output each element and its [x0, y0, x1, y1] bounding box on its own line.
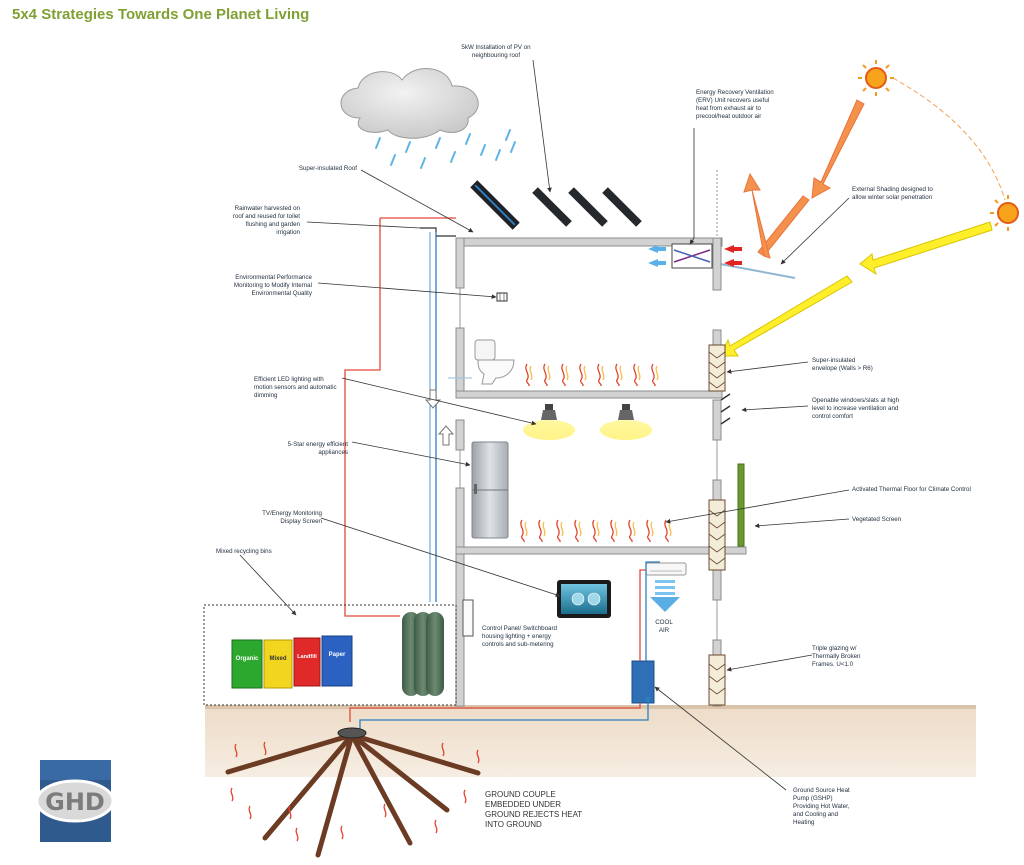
- leader-lines: [239, 59, 850, 791]
- svg-text:Vegetated Screen: Vegetated Screen: [852, 516, 902, 523]
- thermal-floor-heat-upper: [525, 363, 659, 387]
- recycling-bin-organic: [231, 639, 263, 689]
- label-roof: Super-insulated Roof: [299, 165, 357, 172]
- ghd-logo: GHD: [35, 760, 115, 842]
- recycling-bin-mixed: [263, 639, 293, 689]
- winter-sun-rays: [719, 221, 993, 357]
- monitoring-sensor-icon: [496, 292, 508, 302]
- recycling-bin-mixed-label: Mixed: [269, 656, 286, 662]
- recycling-bin-landfill-label: Landfill: [297, 654, 317, 660]
- air-flow-arrows: [424, 389, 455, 446]
- recycling-bin-paper-label: Paper: [329, 652, 346, 658]
- recycling-bin-paper: [321, 635, 353, 687]
- svg-text:Activated Thermal Floor for Cl: Activated Thermal Floor for Climate Cont…: [852, 486, 971, 493]
- winter-sun-icon: [990, 195, 1019, 231]
- summer-sun-rays: [743, 99, 865, 259]
- label-floor: Activated Thermal Floor for Climate Cont…: [852, 486, 971, 493]
- pv-panels: [470, 180, 642, 230]
- thermal-floor-heat-lower: [520, 519, 672, 543]
- recycling-area: [203, 604, 457, 706]
- rain-cloud-icon: [340, 68, 516, 169]
- gshp-unit: [631, 660, 655, 704]
- svg-text:Mixed recycling bins: Mixed recycling bins: [216, 548, 272, 555]
- rainwater-tanks: [402, 612, 444, 696]
- recycling-bin-organic-label: Organic: [236, 656, 259, 662]
- svg-text:Energy Recovery Ventilation(ER: Energy Recovery Ventilation(ERV) Unit re…: [696, 89, 774, 120]
- glazing-lines: [459, 170, 718, 640]
- svg-text:Triple glazing w/Thermally Bro: Triple glazing w/Thermally BrokenFrames.…: [812, 645, 861, 668]
- pipes: [344, 217, 660, 730]
- vegetated-screen: [737, 463, 745, 547]
- external-shading: [719, 263, 796, 279]
- label-vegetated: Vegetated Screen: [852, 516, 902, 523]
- cool-air-unit: [645, 562, 687, 612]
- ghd-logo-text: GHD: [45, 788, 105, 816]
- led-light-icon: [523, 404, 652, 440]
- openable-slats: [720, 393, 731, 425]
- ground-hub: [337, 727, 367, 739]
- label-recycling: Mixed recycling bins: [216, 548, 272, 555]
- svg-text:Super-insulated Roof: Super-insulated Roof: [299, 165, 357, 172]
- recycling-bins: Organic Mixed Landfill Paper: [231, 635, 353, 689]
- label-erv: Energy Recovery Ventilation(ERV) Unit re…: [696, 89, 774, 120]
- fridge-icon: [471, 441, 509, 539]
- toilet-icon: [474, 339, 515, 385]
- ground-heat-flames: [230, 741, 480, 842]
- insulated-wall-blocks: [708, 344, 726, 706]
- page-title: 5x4 Strategies Towards One Planet Living: [12, 6, 310, 23]
- ground-soil: [205, 705, 976, 777]
- recycling-bin-landfill: [293, 637, 321, 687]
- tv-screen-icon: [557, 580, 611, 618]
- ground-couple-loops: [225, 732, 481, 858]
- control-panel-icon: [462, 599, 474, 637]
- sun-path: [892, 77, 1006, 201]
- erv-unit: [648, 243, 742, 269]
- summer-sun-icon: [858, 60, 894, 96]
